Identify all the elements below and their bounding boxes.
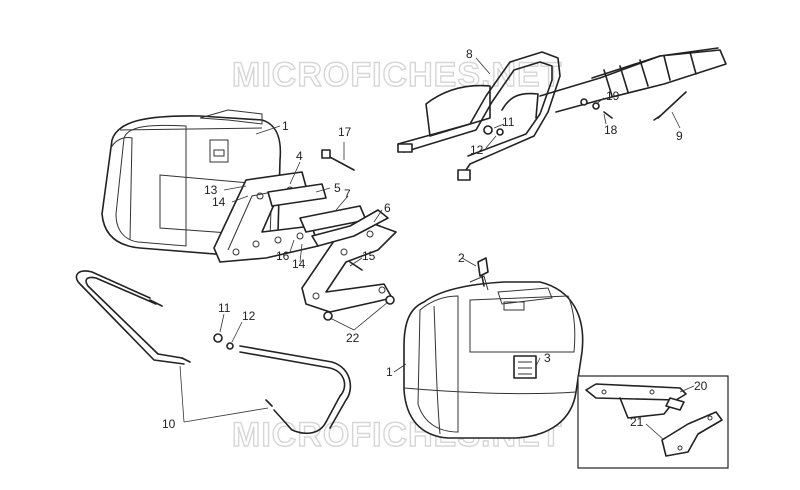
watermark-top: MICROFICHES.NET [232, 56, 562, 94]
bolt-17 [321, 149, 355, 171]
callout-10: 10 [162, 417, 176, 431]
pannier-case-right [403, 275, 584, 439]
mount-bracket-left [213, 171, 367, 263]
callout-1-top: 1 [282, 119, 289, 133]
callout-13: 13 [204, 183, 218, 197]
callout-3: 3 [544, 351, 551, 365]
callout-15: 15 [362, 249, 376, 263]
callout-6: 6 [384, 201, 391, 215]
callout-19: 19 [606, 89, 620, 103]
inset-detail-box [577, 375, 729, 469]
callout-labels: 1 17 4 5 7 6 13 14 16 14 15 22 8 9 11 12… [162, 47, 708, 431]
callout-2: 2 [458, 251, 465, 265]
top-luggage-rack [397, 47, 727, 181]
callout-12-bottom: 12 [242, 309, 256, 323]
callout-8: 8 [466, 47, 473, 61]
callout-20: 20 [694, 379, 708, 393]
callout-21: 21 [630, 415, 644, 429]
callout-7: 7 [344, 187, 351, 201]
callout-16: 16 [276, 249, 290, 263]
callout-5: 5 [334, 181, 341, 195]
callout-14-a: 14 [212, 195, 226, 209]
callout-18: 18 [604, 123, 618, 137]
bracket-plate-right [301, 209, 397, 321]
callout-4: 4 [296, 149, 303, 163]
callout-22: 22 [346, 331, 360, 345]
callout-9: 9 [676, 129, 683, 143]
callout-11-top: 11 [502, 115, 515, 129]
leader-lines [179, 57, 695, 441]
callout-1-bottom: 1 [386, 365, 393, 379]
side-rail-bars [75, 270, 352, 435]
callout-17: 17 [338, 125, 352, 139]
callout-12-top: 12 [470, 143, 484, 157]
callout-14-b: 14 [292, 257, 306, 271]
lock-key-2 [477, 257, 489, 287]
callout-11-bottom: 11 [218, 301, 231, 315]
